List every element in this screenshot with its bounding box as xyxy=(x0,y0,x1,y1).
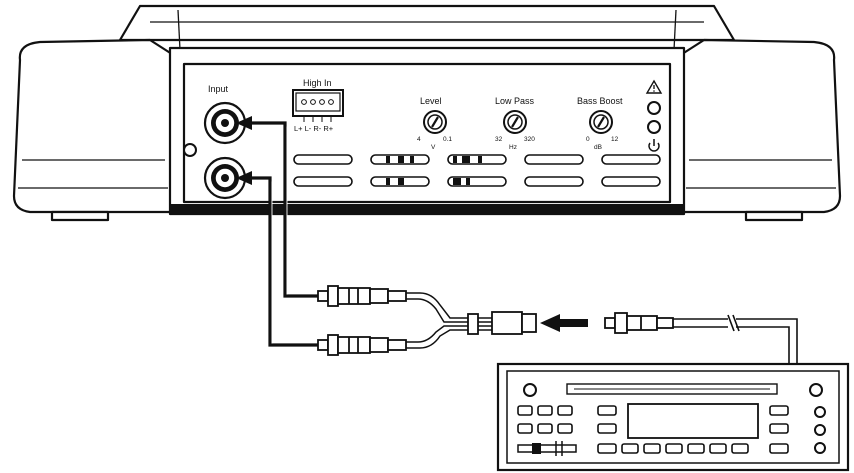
level-label: Level xyxy=(420,96,442,106)
arrow-into-bottom-jack xyxy=(236,171,252,185)
amplifier: Input High In L+ L- R- R+ Level 4 0.1 V … xyxy=(12,4,842,222)
level-max-label: 0.1 xyxy=(443,136,452,143)
status-led-1 xyxy=(647,101,661,115)
head-unit-cable xyxy=(673,314,798,364)
bass-boost-max-label: 12 xyxy=(611,136,619,143)
status-led-2 xyxy=(647,120,661,134)
head-unit-knob-right xyxy=(809,383,823,397)
bass-boost-label: Bass Boost xyxy=(577,96,623,106)
left-foot xyxy=(50,210,110,222)
low-pass-max-label: 320 xyxy=(524,136,535,143)
head-unit-knob-left xyxy=(523,383,537,397)
power-icon xyxy=(648,139,660,152)
head-unit-display xyxy=(627,403,759,439)
car-stereo-head-unit xyxy=(496,362,850,472)
level-min-label: 4 xyxy=(417,136,421,143)
bass-boost-unit-label: dB xyxy=(594,144,602,151)
rca-cables xyxy=(244,121,320,347)
level-unit-label: V xyxy=(431,144,436,151)
bass-boost-min-label: 0 xyxy=(586,136,590,143)
amplifier-right-end-cap xyxy=(677,38,842,214)
head-unit-buttons xyxy=(517,405,789,454)
amplifier-base-strip xyxy=(170,204,684,214)
high-in-pins-label: L+ L- R- R+ xyxy=(294,124,334,133)
arrow-into-top-jack xyxy=(236,116,252,130)
rca-plug-bottom xyxy=(317,334,407,356)
amplifier-left-end-cap xyxy=(12,38,177,214)
vent-slots xyxy=(293,154,661,187)
low-pass-min-label: 32 xyxy=(495,136,503,143)
head-unit-rca-plug xyxy=(604,312,674,334)
high-in-label: High In xyxy=(303,78,332,88)
low-pass-unit-label: Hz xyxy=(509,144,517,151)
rca-input-jack-bottom xyxy=(203,156,247,200)
head-unit-slider xyxy=(517,441,577,456)
panel-screw xyxy=(183,143,197,157)
amplifier-top-cover xyxy=(118,4,736,42)
rca-plug-top xyxy=(317,285,407,307)
rca-female-coupler xyxy=(491,311,537,335)
bass-boost-knob xyxy=(589,110,613,134)
y-splitter xyxy=(406,292,492,349)
right-foot xyxy=(744,210,804,222)
arrow-to-coupler xyxy=(540,314,588,332)
input-label: Input xyxy=(208,84,229,94)
low-pass-label: Low Pass xyxy=(495,96,535,106)
low-pass-knob xyxy=(503,110,527,134)
high-in-connector xyxy=(292,89,344,122)
level-knob xyxy=(423,110,447,134)
vent-slot-interior xyxy=(386,156,482,185)
